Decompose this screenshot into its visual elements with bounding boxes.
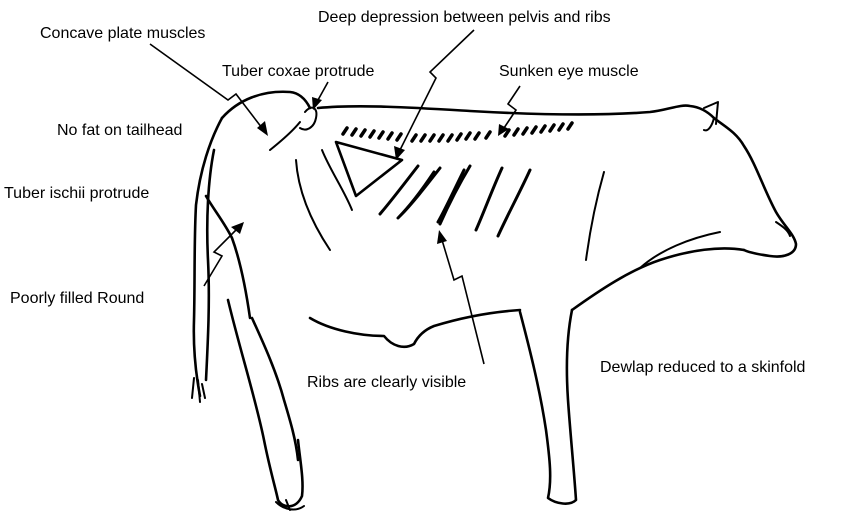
label-ribs-visible: Ribs are clearly visible	[307, 374, 466, 391]
tuber-coxae-bump	[300, 108, 316, 130]
arrowhead-ribs-visible	[437, 230, 447, 244]
label-deep-depression: Deep depression between pelvis and ribs	[318, 9, 611, 26]
label-poorly-filled-round: Poorly filled Round	[10, 290, 144, 307]
plate-concavity	[270, 122, 300, 150]
visible-ribs	[380, 166, 530, 236]
cow-illustration	[192, 92, 796, 510]
rib-2	[398, 168, 440, 218]
label-sunken-eye-muscle: Sunken eye muscle	[499, 63, 639, 80]
belly-outline	[310, 310, 520, 347]
arrow-concave-plate	[150, 44, 262, 128]
label-no-fat-tailhead: No fat on tailhead	[57, 122, 182, 139]
label-concave-plate-muscles: Concave plate muscles	[40, 25, 205, 42]
arrow-tuber-coxae	[318, 82, 328, 100]
shoulder-line	[586, 172, 604, 260]
tail-switch	[192, 378, 205, 402]
rib-4	[476, 168, 502, 230]
label-tuber-coxae: Tuber coxae protrude	[222, 63, 374, 80]
hind-leg-front	[252, 318, 298, 460]
arrow-ribs-visible	[442, 240, 484, 364]
eye-muscle-hatching	[343, 123, 572, 141]
hind-leg-rear	[228, 300, 303, 506]
dewlap-outline	[572, 248, 744, 310]
label-dewlap: Dewlap reduced to a skinfold	[600, 359, 805, 376]
cow-back-outline	[222, 92, 714, 118]
labels: Concave plate muscles Deep depression be…	[4, 9, 805, 391]
arrow-sunken-eye	[504, 86, 520, 128]
front-leg	[520, 310, 576, 504]
arrow-deep-depression	[400, 30, 474, 150]
rib-5	[498, 170, 530, 236]
depression-triangle	[336, 142, 402, 196]
label-tuber-ischii: Tuber ischii protrude	[4, 185, 149, 202]
tail-outline	[194, 118, 222, 396]
rib-3	[438, 166, 470, 224]
head-outline	[714, 118, 796, 257]
